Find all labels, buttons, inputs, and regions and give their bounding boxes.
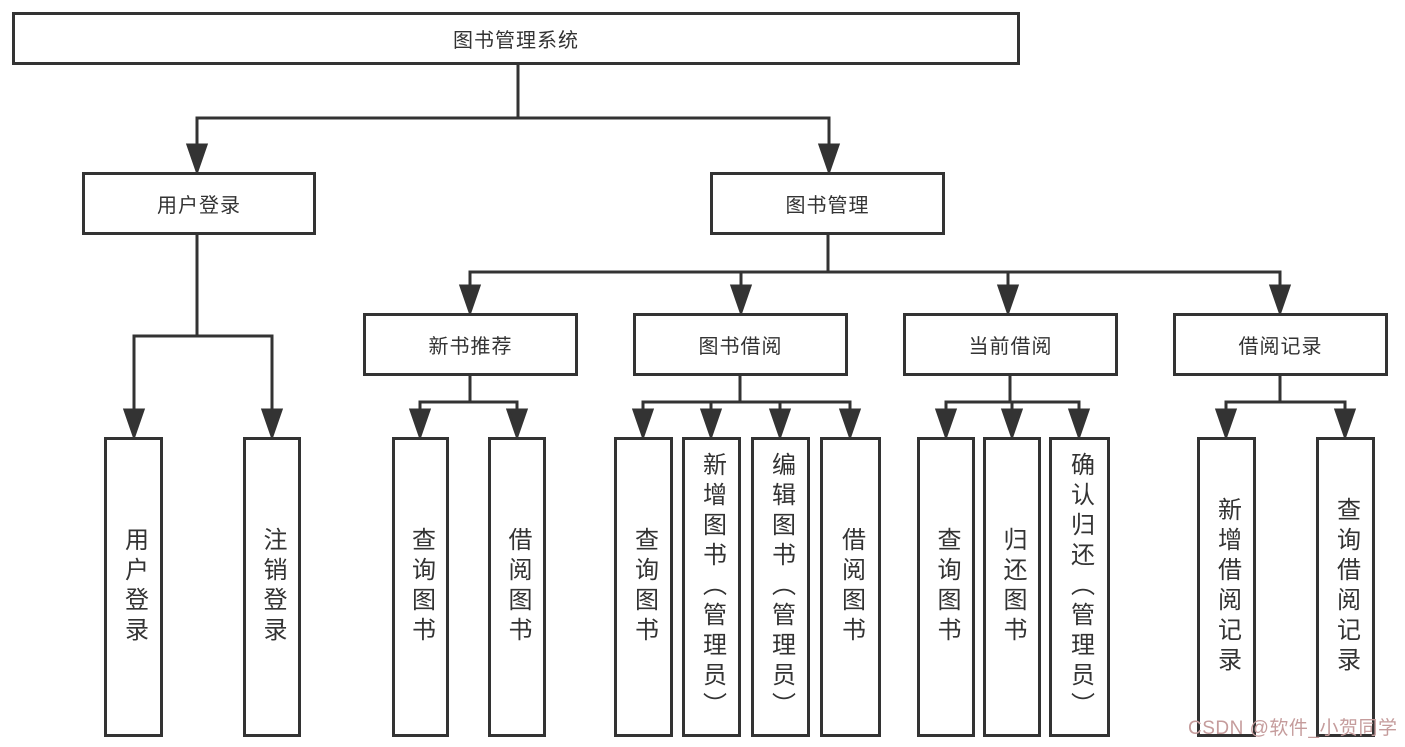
- leaf-label: 新增借阅记录: [1213, 497, 1241, 677]
- node-label: 用户登录: [157, 195, 241, 217]
- node-book-management: 图书管理: [710, 172, 945, 235]
- node-label: 图书借阅: [698, 336, 783, 358]
- node-label: 新书推荐: [428, 336, 513, 358]
- node-library-management-system: 图书管理系统: [12, 12, 1020, 65]
- leaf-label: 注销登录: [259, 527, 286, 647]
- node-new-book-recommendation: 新书推荐: [363, 313, 578, 376]
- leaf-label: 查询图书: [630, 527, 658, 647]
- leaf-query-borrow-record: 查询借阅记录: [1316, 437, 1375, 737]
- node-book-borrowing: 图书借阅: [633, 313, 848, 376]
- leaf-label: 借阅图书: [837, 527, 865, 647]
- node-label: 当前借阅: [968, 336, 1053, 358]
- leaf-label: 查询借阅记录: [1332, 497, 1360, 677]
- node-label: 借阅记录: [1238, 336, 1323, 358]
- leaf-query-books-borrowing: 查询图书: [614, 437, 673, 737]
- leaf-confirm-return-admin: 确认归还（管理员）: [1049, 437, 1110, 737]
- leaf-query-books-recommend: 查询图书: [392, 437, 449, 737]
- leaf-add-books-admin: 新增图书（管理员）: [682, 437, 741, 737]
- leaf-label: 编辑图书（管理员）: [767, 452, 795, 722]
- leaf-add-borrow-record: 新增借阅记录: [1197, 437, 1256, 737]
- leaf-borrow-books-recommend: 借阅图书: [488, 437, 546, 737]
- leaf-label: 新增图书（管理员）: [698, 452, 726, 722]
- leaf-borrow-books-borrowing: 借阅图书: [820, 437, 881, 737]
- leaf-label: 借阅图书: [504, 527, 531, 647]
- node-current-borrowing: 当前借阅: [903, 313, 1118, 376]
- leaf-query-books-current: 查询图书: [917, 437, 975, 737]
- leaf-edit-books-admin: 编辑图书（管理员）: [751, 437, 810, 737]
- leaf-label: 确认归还（管理员）: [1066, 452, 1094, 722]
- node-label: 图书管理: [785, 195, 870, 217]
- watermark-text: CSDN @软件_小贺同学: [1188, 718, 1398, 739]
- leaf-logout: 注销登录: [243, 437, 301, 737]
- leaf-label: 归还图书: [999, 527, 1026, 647]
- node-label: 图书管理系统: [453, 30, 579, 52]
- leaf-user-login: 用户登录: [104, 437, 163, 737]
- leaf-label: 用户登录: [120, 527, 148, 647]
- node-user-login: 用户登录: [82, 172, 316, 235]
- leaf-return-books: 归还图书: [983, 437, 1041, 737]
- node-borrowing-records: 借阅记录: [1173, 313, 1388, 376]
- leaf-label: 查询图书: [407, 527, 435, 647]
- leaf-label: 查询图书: [933, 527, 960, 647]
